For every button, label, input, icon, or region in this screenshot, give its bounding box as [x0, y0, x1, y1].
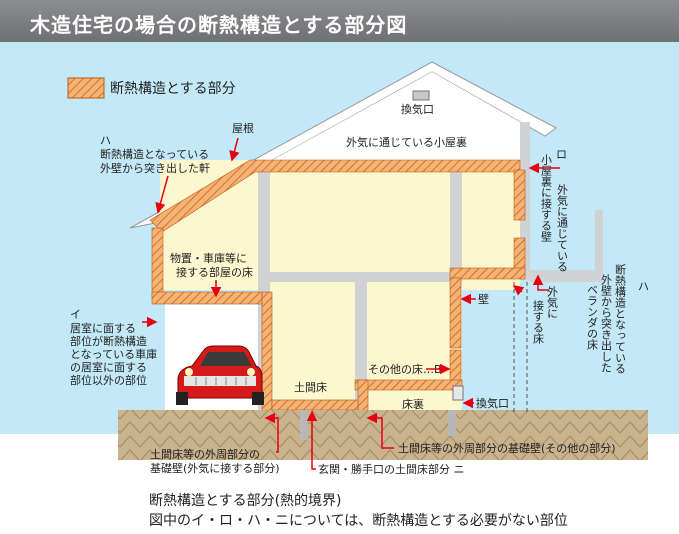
second-floor-slab — [262, 272, 462, 282]
label-storage-2: 接する部屋の床 — [176, 265, 253, 279]
interior-column-lower — [355, 280, 367, 410]
label-found-ext-2: 基礎壁(外気に接する部分) — [150, 461, 280, 474]
label-i-1: 居室に面する — [70, 321, 136, 335]
label-ha-veranda-1: 断熱構造となっている — [614, 263, 627, 374]
storage-floor-insulation — [151, 291, 263, 305]
lower-right-wall-insulation — [449, 277, 462, 349]
label-entrance: 玄関・勝手口の土間床部分 ニ — [318, 462, 465, 474]
label-i-2: 部位が断熱構造 — [70, 334, 147, 348]
attic-space — [160, 72, 520, 222]
label-roof-vent: 換気口 — [401, 102, 434, 116]
footing-a — [300, 410, 308, 440]
caption-line-1: 断熱構造とする部分(熱的境界) — [149, 493, 342, 509]
base-vent — [452, 385, 464, 401]
label-yukaura: 床裏 — [402, 397, 424, 411]
label-i-5: 部位以外の部位 — [70, 373, 147, 387]
car-icon — [176, 345, 264, 405]
label-outside-floor-1: 外気に — [546, 286, 559, 319]
upper-left-wall-insulation — [151, 227, 164, 299]
label-other-floor: その他の床…B — [368, 362, 442, 376]
legend-swatch — [67, 77, 105, 99]
label-base-vent: 換気口 — [476, 396, 509, 410]
outside-floor-insulation — [449, 267, 526, 280]
page-title: 木造住宅の場合の断熱構造とする部分図 — [30, 13, 408, 37]
label-storage-1: 物置・車庫等に — [170, 251, 247, 265]
label-ha-veranda-2: 外壁から突き出した — [600, 274, 613, 373]
roof-vent — [412, 90, 430, 101]
house-diagram: 断熱構造とする部分 換気口 外気に通じている小屋裏 屋根 ハ 断熱構造となってい… — [0, 42, 679, 474]
attic-wall-insulation — [513, 169, 526, 221]
label-doma: 土間床 — [294, 380, 327, 394]
label-attic: 外気に通じている小屋裏 — [346, 135, 467, 149]
red-arrow-icon — [142, 137, 560, 470]
entrance-floor-insulation — [271, 399, 359, 411]
interior-column-right — [450, 170, 462, 270]
label-ro-kana: ロ — [556, 148, 567, 161]
label-found-ext-1: 土間床等の外周部分の — [150, 447, 260, 461]
legend-label: 断熱構造とする部分 — [110, 81, 236, 97]
label-ha-veranda-3: ベランダの床 — [586, 284, 599, 351]
label-ro-1: 外気に通じている — [556, 184, 569, 272]
label-ha-eave-1: 断熱構造となっている — [100, 147, 209, 161]
other-floor-insulation — [354, 379, 463, 391]
label-roof: 屋根 — [232, 121, 254, 135]
label-ha-veranda-kana: ハ — [638, 280, 649, 293]
label-i-kana: イ — [70, 308, 81, 321]
label-outside-floor-2: 接する床 — [532, 300, 545, 345]
title-banner: 木造住宅の場合の断熱構造とする部分図 — [0, 0, 679, 42]
veranda-floor — [530, 270, 603, 282]
label-found-other: 土間床等の外周部分の基礎壁(その他の部分) — [398, 441, 616, 455]
label-i-4: の居室に面する — [70, 360, 147, 374]
label-i-3: となっている車庫 — [70, 347, 157, 361]
ground — [118, 410, 648, 460]
label-ro-2: 小屋裏に接する壁 — [540, 154, 553, 242]
upper-right-wall-insulation — [513, 237, 526, 271]
footing-b — [448, 410, 456, 436]
label-wall: 壁 — [478, 292, 489, 306]
label-ha-eave-kana: ハ — [100, 134, 111, 147]
label-ha-eave-2: 外壁から突き出した軒 — [100, 161, 210, 175]
veranda-parapet — [595, 210, 603, 282]
caption-line-2: 図中のイ・ロ・ハ・ニについては、断熱構造とする必要がない部位 — [149, 513, 568, 529]
